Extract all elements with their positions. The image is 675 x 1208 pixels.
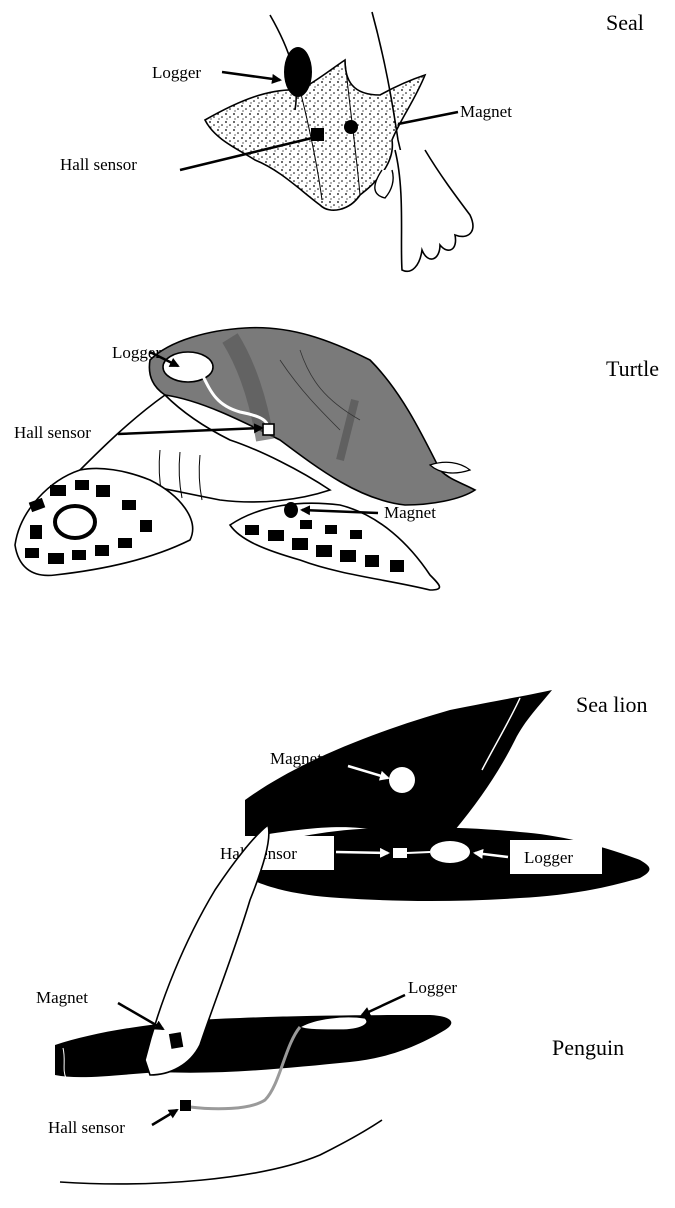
sealion-logger: [430, 841, 470, 863]
penguin-magnet-label: Magnet: [36, 988, 88, 1007]
seal-magnet: [344, 120, 358, 134]
seal-magnet-line: [398, 112, 458, 124]
penguin-title: Penguin: [552, 1035, 624, 1060]
seal-foreflipper: [395, 150, 473, 271]
sealion-cable: [407, 852, 430, 853]
seal-panel: Seal Logger Magnet Hall sensor: [60, 10, 644, 271]
turtle-magnet: [284, 502, 298, 518]
seal-title: Seal: [606, 10, 644, 35]
turtle-panel: Turtle: [14, 328, 659, 590]
sealion-panel: Sea lion Magnet Hall sensor Logger: [214, 690, 649, 901]
turtle-hall-sensor: [263, 424, 274, 435]
seal-logger: [284, 47, 312, 97]
seal-logger-label: Logger: [152, 63, 201, 82]
turtle-magnet-label: Magnet: [384, 503, 436, 522]
turtle-title: Turtle: [606, 356, 659, 381]
turtle-logger-label: Logger: [112, 343, 161, 362]
turtle-logger: [163, 352, 213, 382]
penguin-logger-arrow: [362, 995, 405, 1015]
turtle-hall-label: Hall sensor: [14, 423, 91, 442]
penguin-magnet-arrow: [118, 1003, 163, 1029]
sealion-magnet: [389, 767, 415, 793]
sealion-hall-sensor: [393, 848, 407, 858]
seal-hall-label: Hall sensor: [60, 155, 137, 174]
penguin-hall-arrow: [152, 1110, 177, 1125]
penguin-magnet: [169, 1032, 183, 1049]
sealion-hall-arrow: [336, 852, 388, 853]
seal-magnet-label: Magnet: [460, 102, 512, 121]
seal-hall-sensor: [311, 128, 324, 141]
penguin-hall-sensor: [180, 1100, 191, 1111]
penguin-body: [55, 1015, 451, 1077]
penguin-logger-label: Logger: [408, 978, 457, 997]
seal-logger-arrow: [222, 72, 280, 80]
turtle-eye: [55, 506, 95, 538]
sealion-title: Sea lion: [576, 692, 648, 717]
penguin-hall-label: Hall sensor: [48, 1118, 125, 1137]
sealion-magnet-label: Magnet: [270, 749, 322, 768]
sealion-logger-label: Logger: [524, 848, 573, 867]
